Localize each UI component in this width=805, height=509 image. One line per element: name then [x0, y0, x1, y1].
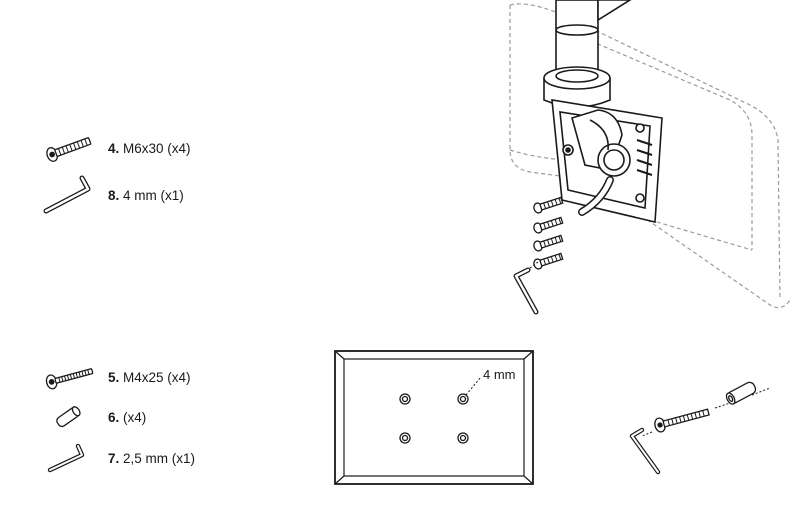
part-6-row: 6. (x4) [40, 400, 146, 434]
spacer-icon [56, 406, 81, 428]
screw-m4-icon [45, 368, 94, 390]
mounting-holes [399, 393, 469, 444]
m4-screw-in-use [654, 408, 710, 433]
small-hex-key-in-use-icon [629, 427, 661, 475]
screw-m6-icon [46, 137, 92, 162]
part-6-label: 6. (x4) [108, 409, 147, 425]
hole-size-label: 4 mm [483, 367, 516, 382]
part-7-label: 7. 2,5 mm (x1) [108, 450, 196, 466]
part-4-row: 4. M6x30 (x4) [40, 131, 191, 165]
spacer-in-use [725, 381, 757, 405]
part-5-row: 5. M4x25 (x4) [40, 360, 191, 394]
part-7-row: 7. 2,5 mm (x1) [40, 440, 195, 476]
part-8-row: 8. 4 mm (x1) [40, 175, 184, 215]
arm-collar [543, 66, 611, 108]
spacer-assembly-illustration [629, 381, 771, 475]
part-4-label: 4. M6x30 (x4) [108, 140, 191, 156]
part-5-label: 5. M4x25 (x4) [108, 369, 191, 385]
hex-key-icon [43, 175, 91, 214]
small-hex-key-icon [47, 443, 85, 473]
m6-screws-group [533, 196, 564, 270]
vesa-bracket [551, 99, 663, 223]
monitor-mount-illustration [509, 0, 791, 315]
part-8-label: 8. 4 mm (x1) [108, 187, 184, 203]
hole-pattern-panel: 4 mm [334, 350, 534, 485]
hex-key-in-use-icon [513, 261, 539, 315]
